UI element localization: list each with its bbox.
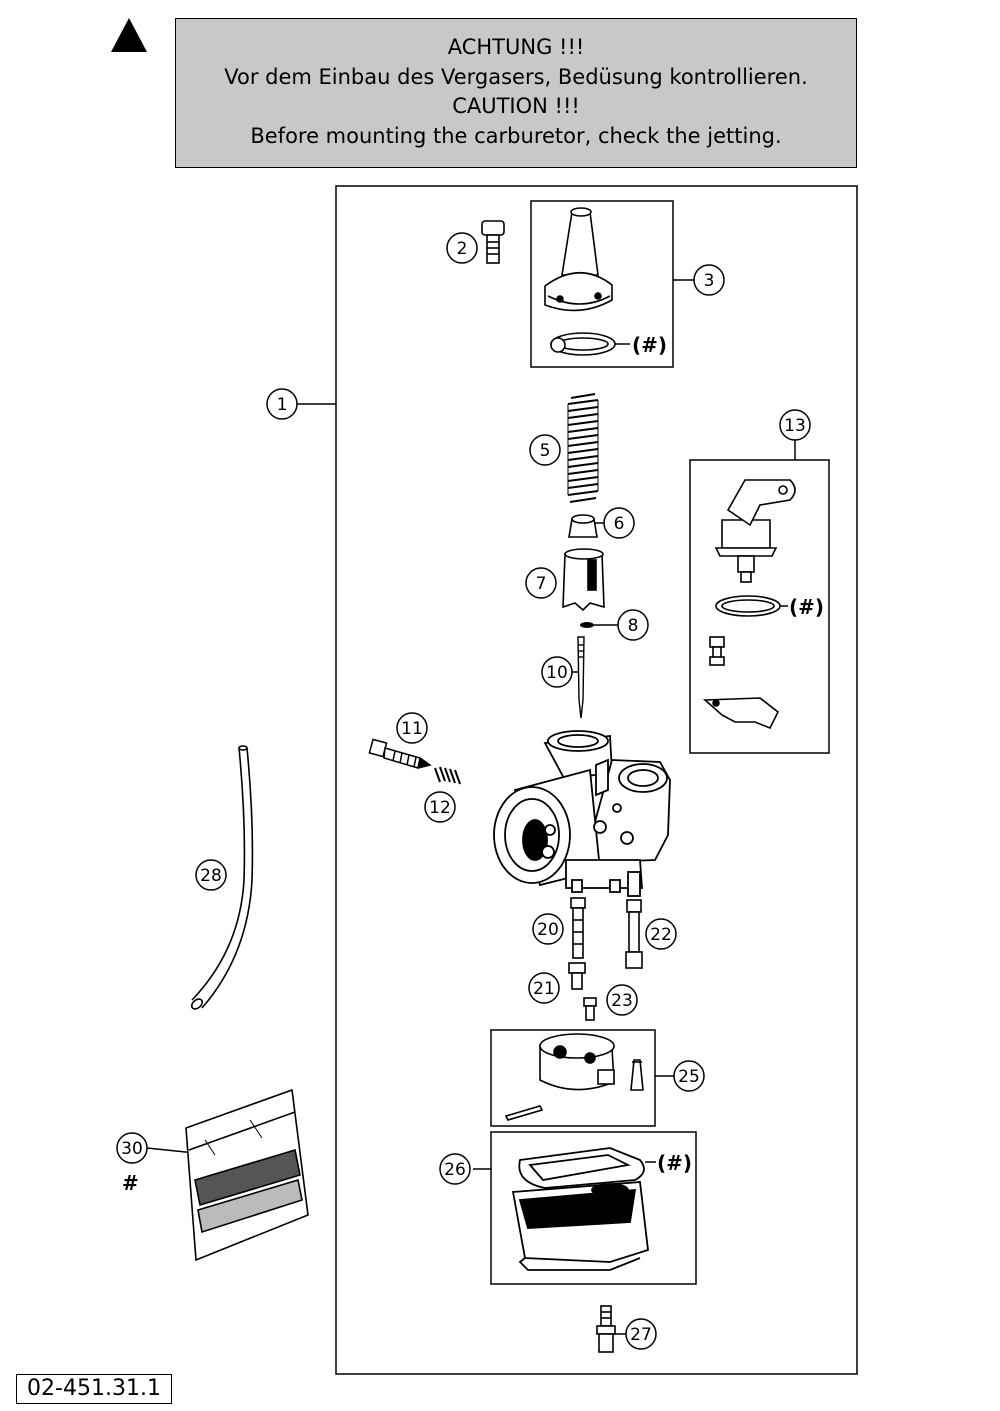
kit-mark-26: (#) — [657, 1151, 692, 1175]
idle-screw-part-11 — [368, 738, 432, 769]
clip-part-8 — [580, 622, 594, 628]
callout-20 — [532, 913, 564, 945]
group-box-13 — [689, 459, 830, 754]
retainer-part-6 — [568, 514, 598, 538]
callout-25-label: 25 — [678, 1067, 700, 1087]
assembly-frame — [335, 185, 858, 1375]
bolt-part-27 — [596, 1305, 616, 1353]
warning-triangle-icon — [111, 18, 147, 52]
jet-kit-bag-part-30 — [185, 1088, 309, 1262]
caution-box: ACHTUNG !!! Vor dem Einbau des Vergasers… — [175, 18, 857, 168]
callout-13-label: 13 — [784, 416, 806, 436]
callout-1 — [266, 388, 298, 420]
main-jet-holder-part-20 — [570, 897, 586, 959]
idle-jet-part-23 — [583, 997, 597, 1021]
choke-part-13 — [702, 479, 796, 730]
group-box-26 — [490, 1131, 697, 1285]
spring-part-5 — [567, 393, 599, 503]
callout-25 — [673, 1060, 705, 1092]
callout-12 — [424, 791, 456, 823]
callout-20-label: 20 — [537, 920, 559, 940]
callout-28-label: 28 — [200, 866, 222, 886]
callout-11-label: 11 — [401, 719, 423, 739]
callout-8-label: 8 — [628, 616, 639, 636]
callout-21 — [528, 972, 560, 1004]
group-box-3 — [530, 200, 674, 368]
callout-1-label: 1 — [277, 395, 288, 415]
callout-22 — [645, 918, 677, 950]
emulsion-tube-part-22 — [625, 899, 643, 969]
kit-mark-3: (#) — [632, 333, 667, 357]
caution-line-en-text: Before mounting the carburetor, check th… — [250, 123, 782, 148]
throttle-slide-part-7 — [562, 548, 605, 612]
callout-3-label: 3 — [704, 271, 715, 291]
screw-part-2 — [481, 220, 505, 264]
callout-27-label: 27 — [630, 1325, 652, 1345]
needle-part-10 — [577, 636, 585, 719]
callout-6-label: 6 — [614, 514, 625, 534]
caution-line-en-heading: CAUTION !!! — [452, 94, 580, 118]
callout-23 — [606, 984, 638, 1016]
caution-line-de-heading: ACHTUNG !!! — [447, 35, 585, 59]
callout-27 — [625, 1318, 657, 1350]
callout-30-label: 30 — [121, 1139, 143, 1159]
callout-21-label: 21 — [533, 979, 555, 999]
group-box-25 — [490, 1029, 656, 1127]
fuel-hose-part-28 — [190, 745, 254, 1010]
callout-5 — [529, 434, 561, 466]
callout-30 — [116, 1132, 148, 1164]
carburetor-body — [493, 730, 671, 897]
callout-10-label: 10 — [546, 663, 568, 683]
callout-26-label: 26 — [444, 1160, 466, 1180]
float-bowl-part-26 — [511, 1147, 649, 1271]
callout-6 — [603, 507, 635, 539]
callout-11 — [396, 712, 428, 744]
callout-8 — [617, 609, 649, 641]
callout-3 — [693, 264, 725, 296]
caution-line-de-text: Vor dem Einbau des Vergasers, Bedüsung k… — [224, 64, 808, 89]
main-jet-part-21 — [568, 962, 586, 990]
float-part-25 — [504, 1033, 644, 1121]
document-id: 02-451.31.1 — [16, 1374, 172, 1404]
callout-23-label: 23 — [611, 991, 633, 1011]
kit-mark-30: # — [122, 1171, 139, 1195]
callout-2 — [446, 232, 478, 264]
callout-7 — [525, 567, 557, 599]
callout-28 — [195, 859, 227, 891]
callout-12-label: 12 — [429, 798, 451, 818]
kit-mark-13: (#) — [789, 595, 824, 619]
callout-5-label: 5 — [540, 441, 551, 461]
callout-7-label: 7 — [536, 574, 547, 594]
callout-22-label: 22 — [650, 925, 672, 945]
small-spring-part-12 — [434, 766, 461, 785]
callout-13 — [779, 409, 811, 441]
callout-2-label: 2 — [457, 239, 468, 259]
chamber-top-part-3 — [544, 207, 616, 356]
callout-26 — [439, 1153, 471, 1185]
callout-10 — [541, 656, 573, 688]
